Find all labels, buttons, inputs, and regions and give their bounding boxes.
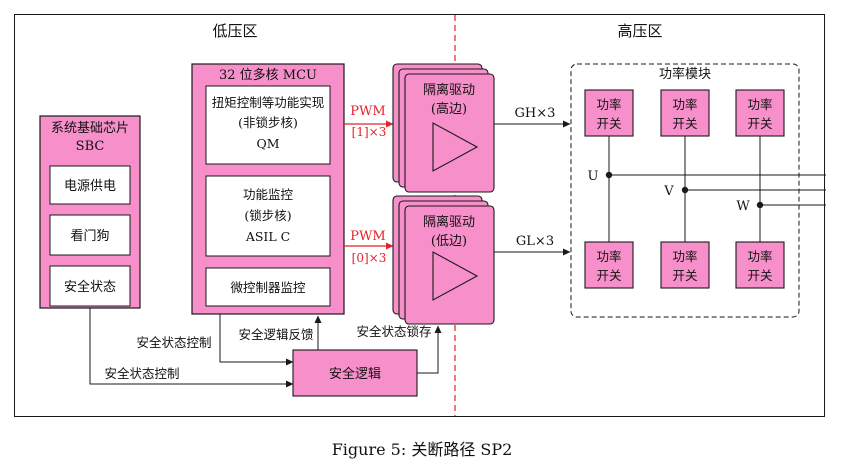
driver-high-line2: (高边) <box>431 101 467 117</box>
sbc-block: 系统基础芯片 SBC 电源供电 看门狗 安全状态 <box>39 115 141 309</box>
svg-text:功率: 功率 <box>596 97 621 112</box>
power-switch-low-u: 功率 开关 <box>584 241 634 289</box>
phase-v-label: V <box>663 184 674 199</box>
logic-latch-connector <box>417 325 442 374</box>
mcu-qm-line1: 扭矩控制等功能实现 <box>212 95 325 110</box>
driver-high-block: 隔离驱动 (高边) <box>392 63 495 193</box>
sbc-title: 系统基础芯片 <box>51 121 129 136</box>
figure-caption: Figure 5: 关断路径 SP2 <box>331 440 513 459</box>
safety-logic-block: 安全逻辑 <box>292 349 418 397</box>
driver-high-line1: 隔离驱动 <box>423 82 475 98</box>
driver-high-amplifier-icon <box>432 122 479 172</box>
mcu-title: 32 位多核 MCU <box>219 67 317 83</box>
phase-v-node <box>681 186 689 194</box>
low-voltage-zone-label: 低压区 <box>212 22 257 40</box>
driver-low-line2: (低边) <box>431 234 467 249</box>
driver-low-amplifier-icon <box>432 251 479 301</box>
svg-text:开关: 开关 <box>747 268 772 283</box>
outer-frame <box>14 14 825 417</box>
power-switch-high-u: 功率 开关 <box>584 89 634 137</box>
power-switch-high-w: 功率 开关 <box>735 89 785 137</box>
svg-text:开关: 开关 <box>596 116 621 131</box>
svg-text:开关: 开关 <box>672 116 697 131</box>
mcu-qm-line3: QM <box>256 136 279 151</box>
pwm-low-label: PWM <box>350 229 385 244</box>
svg-text:功率: 功率 <box>672 249 697 264</box>
mcu-qm-box <box>205 85 331 165</box>
svg-text:功率: 功率 <box>596 249 621 264</box>
pwm-high-sub: [1]×3 <box>352 125 387 139</box>
mcu-to-logic-connector <box>219 314 294 366</box>
logic-feedback-label: 安全逻辑反馈 <box>238 327 313 342</box>
phase-u-label: U <box>588 169 599 184</box>
svg-text:功率: 功率 <box>747 97 772 112</box>
sbc-to-logic-connector <box>89 308 294 388</box>
sbc-power-box <box>49 165 131 205</box>
svg-text:功率: 功率 <box>672 97 697 112</box>
sbc-watchdog-label: 看门狗 <box>70 228 109 244</box>
sbc-safe-state-label: 安全状态 <box>64 279 116 295</box>
sbc-power-label: 电源供电 <box>64 179 116 194</box>
power-switch-low-v: 功率 开关 <box>660 241 710 289</box>
mcu-asil-box <box>205 175 331 257</box>
pwm-high-label: PWM <box>350 104 385 119</box>
mcu-block: 32 位多核 MCU 扭矩控制等功能实现 (非锁步核) QM 功能监控 (锁步核… <box>191 63 345 315</box>
high-voltage-zone-label: 高压区 <box>617 22 662 40</box>
svg-text:开关: 开关 <box>596 268 621 283</box>
svg-text:开关: 开关 <box>747 116 772 131</box>
mcu-asil-line2: (锁步核) <box>244 208 291 223</box>
safety-logic-label: 安全逻辑 <box>329 366 381 382</box>
mcu-monitor-box <box>205 267 331 307</box>
state-control-label-upper: 安全状态控制 <box>136 335 211 350</box>
mcu-monitor-label: 微控制器监控 <box>230 280 306 295</box>
gh-label: GH×3 <box>515 106 556 121</box>
sbc-watchdog-box <box>49 214 131 256</box>
svg-text:开关: 开关 <box>672 268 697 283</box>
svg-text:功率: 功率 <box>747 249 772 264</box>
power-module-title: 功率模块 <box>659 66 711 82</box>
driver-low-block: 隔离驱动 (低边) <box>392 195 495 325</box>
phase-u-node <box>605 171 613 179</box>
sbc-subtitle: SBC <box>76 139 105 154</box>
power-switch-low-w: 功率 开关 <box>735 241 785 289</box>
mcu-asil-line3: ASIL C <box>245 229 290 244</box>
phase-w-label: W <box>736 199 750 214</box>
gl-label: GL×3 <box>516 234 554 249</box>
phase-w-node <box>756 201 764 209</box>
state-latch-label: 安全状态锁存 <box>356 324 431 339</box>
power-switch-high-v: 功率 开关 <box>660 89 710 137</box>
driver-low-line1: 隔离驱动 <box>423 214 475 230</box>
pwm-low-sub: [0]×3 <box>352 251 387 265</box>
sbc-safe-state-box <box>49 265 131 307</box>
mcu-asil-line1: 功能监控 <box>243 187 294 202</box>
mcu-qm-line2: (非锁步核) <box>238 115 298 130</box>
state-control-label-lower: 安全状态控制 <box>104 366 179 381</box>
